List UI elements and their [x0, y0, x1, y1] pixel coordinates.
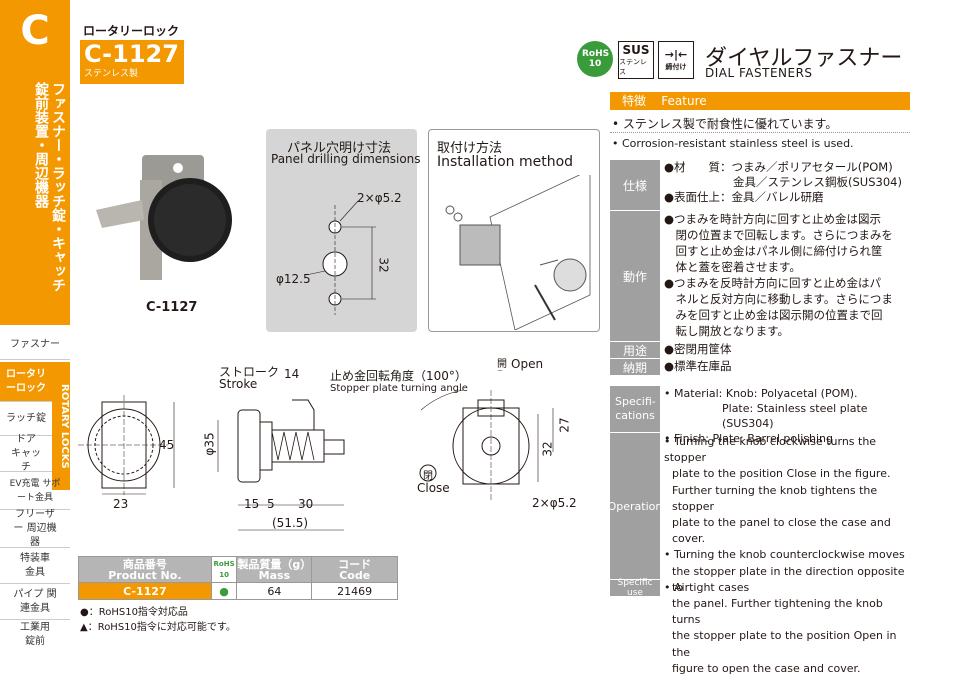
sidebar-item-rotary-lock[interactable]: ロータリーロック [0, 362, 52, 402]
photo-caption: C-1127 [146, 300, 198, 315]
product-code-box: C-1127 ステンレス製 [80, 40, 184, 84]
sidebar-item-ev[interactable]: EV充電 サポート金具 [0, 472, 70, 510]
open-label: Open [511, 357, 544, 371]
dim-2x5-2: 2×φ5.2 [532, 496, 577, 510]
sidebar-header [0, 0, 70, 325]
rotary-locks-tab: ROTARY LOCKS [52, 362, 70, 490]
panel-drilling-title-en: Panel drilling dimensions [271, 152, 421, 166]
stroke-label-en: Stroke [219, 377, 258, 391]
feature-bar: 特徴 Feature [610, 92, 910, 110]
sidebar-item-door-catch[interactable]: ドア キャッチ [0, 434, 52, 473]
sidebar-item-industrial-lock[interactable]: 工業用 錠前 [20, 621, 50, 647]
dim-height-label: 32 [376, 257, 391, 273]
dimension-drawing [78, 370, 554, 531]
note-rohs-possible: ▲：RoHS10指令に対応可能です。 [80, 622, 236, 633]
tighten-icon: →|← [664, 48, 688, 61]
angle-label-jp: 止め金回転角度（100°） [330, 369, 467, 383]
feature-jp: • ステンレス製で耐食性に優れています。 [612, 117, 838, 131]
dim-32: 32 [540, 441, 555, 457]
label-use-jp: 用途 [610, 342, 660, 358]
sidebar-item-fastener[interactable]: ファスナー [0, 330, 70, 360]
feature-en: • Corrosion-resistant stainless steel is… [612, 137, 854, 150]
sidebar-item-freezer[interactable]: フリーザー 周辺機器 [0, 509, 70, 548]
install-box [428, 129, 600, 332]
stroke-value: 14 [284, 367, 300, 381]
dim-holes-label: 2×φ5.2 [357, 191, 402, 205]
product-photo [96, 155, 232, 280]
label-action-jp: 動作 [610, 211, 660, 341]
rohs-dot-icon: ● [219, 584, 229, 598]
label-spec-en: Specifi- cations [610, 386, 660, 432]
dim-15: 15 [244, 497, 260, 511]
page-title: ダイヤルファスナー [705, 46, 903, 71]
label-use-en: Specific use [610, 578, 660, 598]
note-rohs-compliant: ●：RoHS10指令対応品 [80, 607, 188, 618]
page-title-en: DIAL FASTENERS [705, 66, 813, 80]
category-vertical-label: ファスナー・ラッチ錠・キャッチ 錠前装置・周辺機器 [33, 82, 66, 306]
use-jp: ●密閉用筐体 [664, 342, 732, 356]
label-spec-jp: 仕様 [610, 160, 660, 210]
angle-label-en: Stopper plate turning angle [330, 383, 468, 394]
open-symbol: 開 [497, 359, 507, 370]
sidebar-item-latch[interactable]: ラッチ錠 [0, 402, 52, 436]
label-delivery-jp: 納期 [610, 359, 660, 375]
dim-27: 27 [557, 417, 572, 433]
dim-center-label: φ12.5 [276, 272, 311, 286]
divider [610, 132, 910, 133]
action-jp-text: ●つまみを時計方向に回すと止め金は図示 閉の位置まで回転します。さらにつまみを … [664, 212, 893, 338]
operation-en-text: • Turning the knob clockwise turns the s… [664, 435, 905, 675]
sidebar-item-pipe[interactable]: パイプ 関連金具 [0, 584, 70, 620]
dim-23: 23 [113, 497, 129, 511]
use-en: • Airtight cases [664, 581, 750, 594]
spec-en-text: • Material: Knob: Polyacetal (POM). Plat… [664, 387, 868, 445]
rohs-badge: RoHS 10 [577, 41, 613, 77]
product-code: C-1127 [84, 40, 179, 68]
stroke-label-jp: ストローク [219, 365, 280, 379]
delivery-jp: ●標準在庫品 [664, 359, 732, 373]
install-diagram [445, 175, 591, 330]
install-title: 取付け方法 [437, 141, 503, 156]
sidebar-item-special-vehicle[interactable]: 特装車 金具 [0, 548, 70, 584]
dim-45: 45 [159, 438, 175, 452]
category-title: ロータリーロック [83, 24, 180, 38]
install-title-en: Installation method [437, 154, 574, 170]
panel-drilling-box [266, 129, 417, 332]
panel-drilling-diagram [305, 200, 376, 315]
product-material: ステンレス製 [84, 69, 139, 79]
dim-5: 5 [267, 497, 275, 511]
dim-35: φ35 [202, 432, 217, 456]
dim-51-5: (51.5) [272, 516, 309, 530]
dim-30: 30 [298, 497, 314, 511]
label-operation-en: Operation [608, 433, 662, 579]
close-label: Close [417, 481, 450, 495]
section-letter: C [20, 8, 50, 54]
tighten-badge: →|← 締付け [658, 41, 694, 79]
table-row: C-1127 ● 64 21469 [78, 582, 398, 600]
sus-badge: SUS ステンレス [618, 41, 654, 79]
close-symbol: 閉 [423, 471, 433, 482]
panel-drilling-title: パネル穴明け寸法 [287, 141, 392, 156]
spec-jp-text: ●材 質：つまみ／ポリアセタール(POM) 金具／ステンレス鋼板(SUS304)… [664, 160, 902, 204]
